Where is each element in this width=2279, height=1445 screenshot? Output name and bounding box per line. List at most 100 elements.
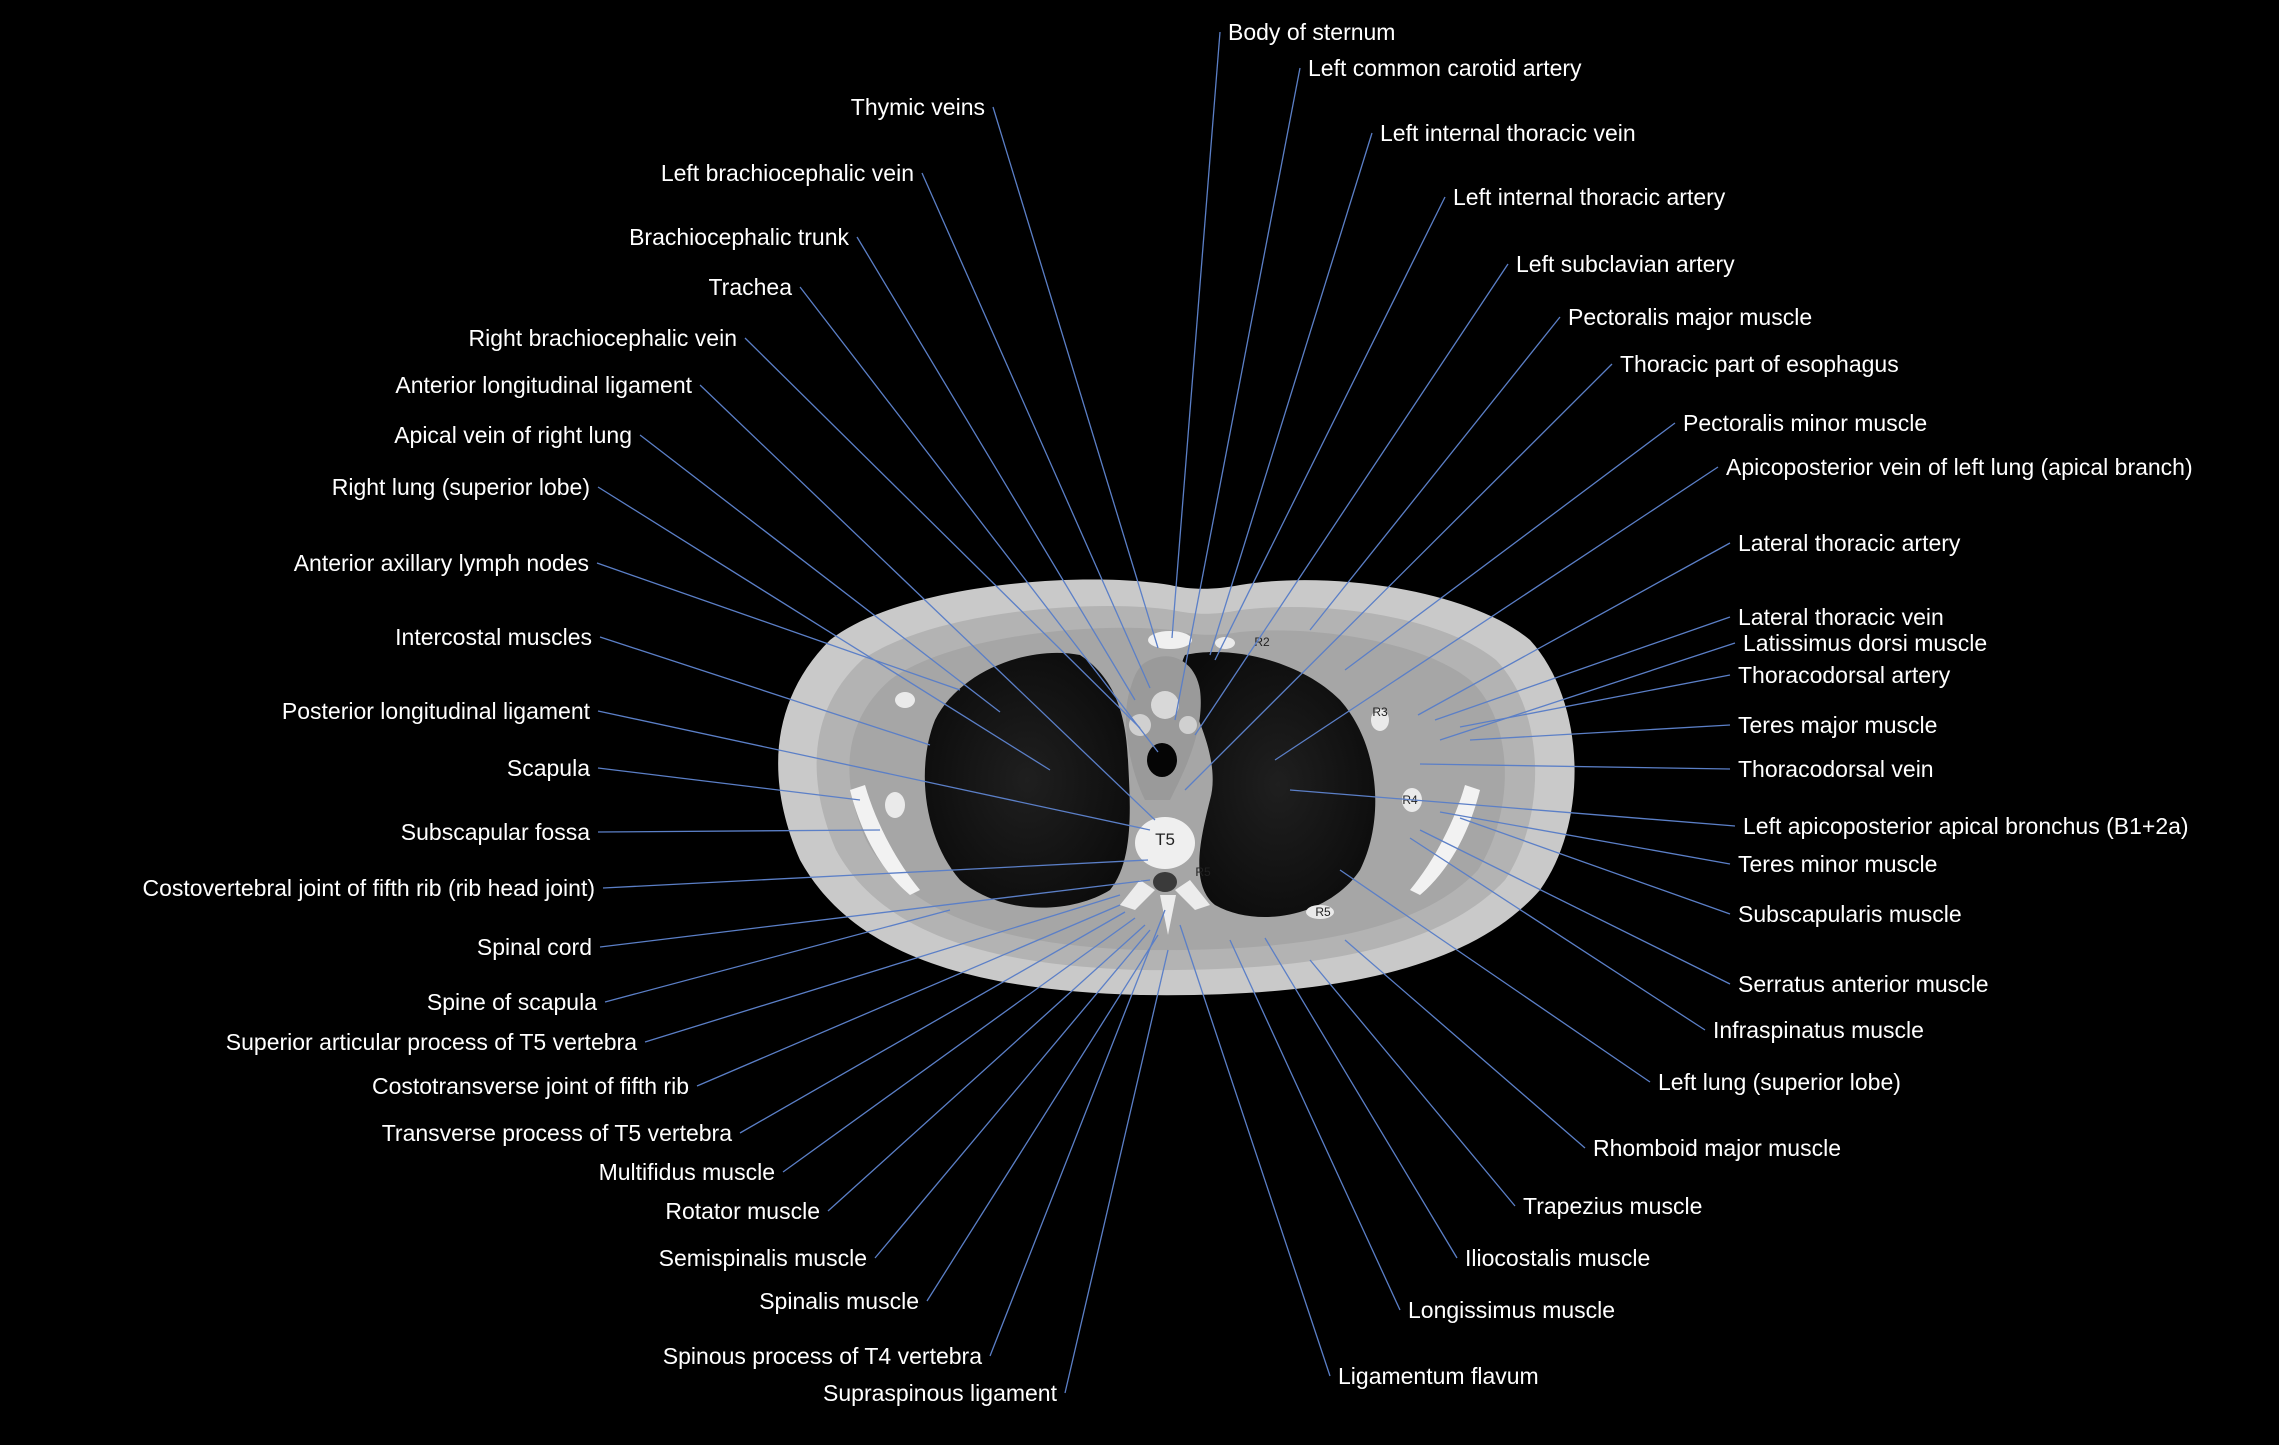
label-spine-of-scapula[interactable]: Spine of scapula [426,989,597,1015]
leader-line [596,562,961,691]
label-superior-articular-process-of-t5-vertebra[interactable]: Superior articular process of T5 vertebr… [225,1029,637,1055]
leader-line [1419,829,1731,985]
rib-shape [895,692,915,708]
leader-line [1179,924,1331,1377]
trachea-lumen [1147,743,1177,777]
label-ligamentum-flavum[interactable]: Ligamentum flavum [1338,1363,1539,1389]
label-serratus-anterior-muscle[interactable]: Serratus anterior muscle [1738,971,1989,997]
leader-line [639,434,1001,713]
label-pectoralis-minor-muscle[interactable]: Pectoralis minor muscle [1683,410,1928,436]
label-teres-major-muscle[interactable]: Teres major muscle [1738,712,1938,738]
leader-line [1309,316,1561,631]
rib-shape [885,792,905,818]
scapula-shape [1410,785,1480,895]
label-right-brachiocephalic-vein[interactable]: Right brachiocephalic vein [468,325,738,351]
label-multifidus-muscle[interactable]: Multifidus muscle [598,1159,775,1185]
label-posterior-longitudinal-ligament[interactable]: Posterior longitudinal ligament [281,698,590,724]
label-trachea[interactable]: Trachea [708,274,792,300]
leader-line [1229,939,1401,1311]
leader-line [1171,31,1221,639]
label-thoracodorsal-artery[interactable]: Thoracodorsal artery [1738,662,1951,688]
label-latissimus-dorsi-muscle[interactable]: Latissimus dorsi muscle [1743,630,1988,656]
leader-line [1194,263,1509,736]
leader-line [699,384,1156,821]
label-left-common-carotid-artery[interactable]: Left common carotid artery [1308,55,1582,81]
label-pectoralis-major-muscle[interactable]: Pectoralis major muscle [1568,304,1813,330]
label-thymic-veins[interactable]: Thymic veins [850,94,985,120]
label-semispinalis-muscle[interactable]: Semispinalis muscle [658,1245,867,1271]
leader-line [1409,837,1706,1031]
label-anterior-longitudinal-ligament[interactable]: Anterior longitudinal ligament [395,372,692,398]
label-transverse-process-of-t5-vertebra[interactable]: Transverse process of T5 vertebra [381,1120,732,1146]
rib-shape [1371,709,1389,731]
label-subscapularis-muscle[interactable]: Subscapularis muscle [1738,901,1962,927]
label-brachiocephalic-trunk[interactable]: Brachiocephalic trunk [629,224,849,250]
label-costovertebral-joint-of-fifth-rib-rib-head-joint[interactable]: Costovertebral joint of fifth rib (rib h… [142,875,595,901]
leader-line [1434,616,1731,721]
leader-line [1214,196,1446,661]
label-thoracodorsal-vein[interactable]: Thoracodorsal vein [1738,756,1934,782]
leader-line [1184,363,1613,791]
label-apical-vein-of-right-lung[interactable]: Apical vein of right lung [394,422,632,448]
leader-line [1344,422,1676,671]
leader-line [1064,949,1169,1394]
label-thoracic-part-of-esophagus[interactable]: Thoracic part of esophagus [1620,351,1899,377]
leader-line [597,486,1051,771]
label-infraspinatus-muscle[interactable]: Infraspinatus muscle [1713,1017,1924,1043]
label-left-internal-thoracic-artery[interactable]: Left internal thoracic artery [1453,184,1726,210]
label-trapezius-muscle[interactable]: Trapezius muscle [1523,1193,1703,1219]
label-left-lung-superior-lobe[interactable]: Left lung (superior lobe) [1658,1069,1901,1095]
label-subscapular-fossa[interactable]: Subscapular fossa [400,819,590,845]
label-apicoposterior-vein-of-left-lung-apical-branch[interactable]: Apicoposterior vein of left lung (apical… [1726,454,2193,480]
label-left-brachiocephalic-vein[interactable]: Left brachiocephalic vein [660,160,914,186]
leader-line [1339,869,1651,1083]
label-spinous-process-of-t4-vertebra[interactable]: Spinous process of T4 vertebra [662,1343,982,1369]
leader-line [1439,811,1731,865]
label-intercostal-muscles[interactable]: Intercostal muscles [395,624,592,650]
leader-line [599,636,931,746]
leader-line [1174,67,1301,721]
leader-line [1417,542,1731,716]
left-lung [1181,652,1376,918]
leader-line [744,337,1141,729]
leader-line [992,106,1159,649]
label-costotransverse-joint-of-fifth-rib[interactable]: Costotransverse joint of fifth rib [371,1073,689,1099]
label-left-internal-thoracic-vein[interactable]: Left internal thoracic vein [1380,120,1636,146]
label-rhomboid-major-muscle[interactable]: Rhomboid major muscle [1593,1135,1841,1161]
leader-line [599,879,1151,948]
leader-line [1289,789,1736,827]
leader-line [921,172,1151,689]
label-iliocostalis-muscle[interactable]: Iliocostalis muscle [1465,1245,1651,1271]
vessel-shape [1129,714,1151,736]
rib-marker: R5 [1195,865,1211,879]
leader-line [1264,937,1458,1259]
label-supraspinous-ligament[interactable]: Supraspinous ligament [823,1380,1057,1406]
leader-line [597,767,861,801]
leader-line [782,917,1136,1173]
rib-shape [1215,637,1235,649]
leader-line [1439,642,1736,741]
label-left-apicoposterior-apical-bronchus-b1-2a[interactable]: Left apicoposterior apical bronchus (B1+… [1743,813,2189,839]
label-longissimus-muscle[interactable]: Longissimus muscle [1408,1297,1616,1323]
label-right-lung-superior-lobe[interactable]: Right lung (superior lobe) [331,474,590,500]
leader-line [856,236,1136,701]
label-anterior-axillary-lymph-nodes[interactable]: Anterior axillary lymph nodes [293,550,589,576]
spinal-canal [1153,872,1177,892]
label-scapula[interactable]: Scapula [506,755,590,781]
sternum-shape [1148,631,1192,649]
leader-line [926,934,1159,1302]
label-rotator-muscle[interactable]: Rotator muscle [665,1198,820,1224]
label-spinalis-muscle[interactable]: Spinalis muscle [759,1288,919,1314]
label-left-subclavian-artery[interactable]: Left subclavian artery [1516,251,1735,277]
leader-line [696,904,1121,1087]
leader-line [739,911,1126,1134]
label-lateral-thoracic-artery[interactable]: Lateral thoracic artery [1738,530,1961,556]
label-body-of-sternum[interactable]: Body of sternum [1228,19,1396,45]
label-spinal-cord[interactable]: Spinal cord [476,934,592,960]
right-lung [924,652,1130,908]
leader-line [644,894,1121,1043]
label-teres-minor-muscle[interactable]: Teres minor muscle [1738,851,1938,877]
label-lateral-thoracic-vein[interactable]: Lateral thoracic vein [1738,604,1944,630]
